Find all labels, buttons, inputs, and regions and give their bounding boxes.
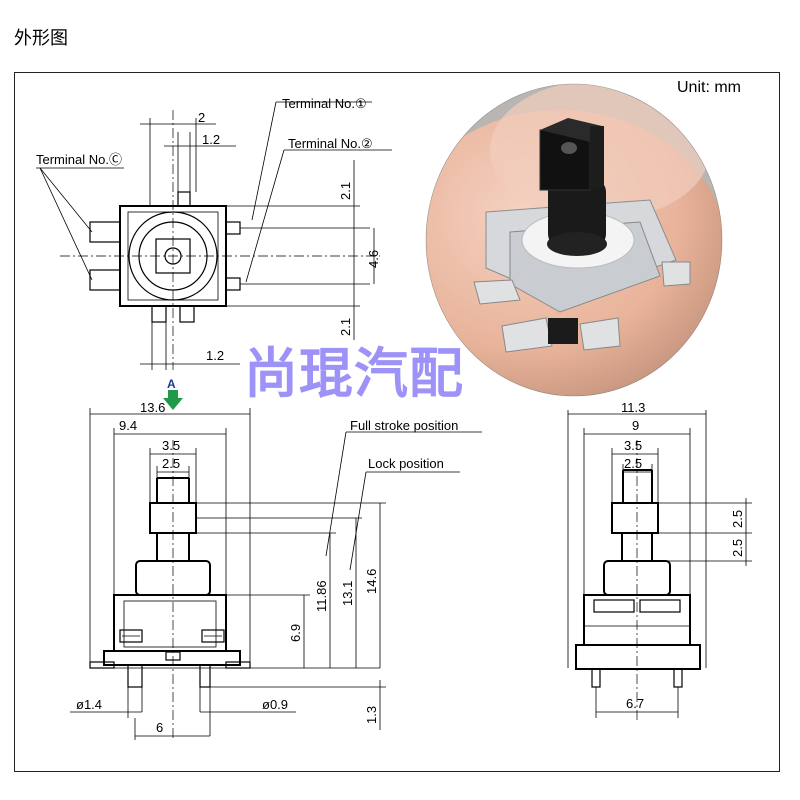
dim-height-2-1-bottom: 2.1	[338, 318, 353, 336]
leader-terminal-2	[245, 149, 285, 283]
dim-width-2: 2	[198, 110, 205, 125]
side-actuator-top	[611, 502, 659, 534]
terminal-2-pad	[225, 277, 241, 291]
dim-width-6-7: 6.7	[626, 696, 644, 711]
leader-full-stroke	[325, 431, 347, 557]
dim-height-13-1: 13.1	[340, 581, 355, 606]
side-view: 11.3 9 3.5 2.5 2.5 2.5 6.7	[567, 400, 752, 720]
dim-width-9-4: 9.4	[119, 418, 137, 433]
leader-terminal-1	[251, 101, 277, 221]
dim-height-2-1-top: 2.1	[338, 182, 353, 200]
dim-width-1-2-top: 1.2	[202, 132, 220, 147]
top-tab	[177, 191, 191, 207]
dim-width-11-3: 11.3	[621, 400, 645, 415]
terminal-c-upper	[89, 221, 121, 243]
top-view: 2 1.2 1.2 2.1 4.6 2.1 Terminal No.① Term…	[36, 96, 392, 370]
unit-label: Unit: mm	[677, 79, 741, 96]
dim-pitch-6: 6	[156, 720, 163, 735]
front-base	[103, 650, 241, 666]
dim-height-2-5-a: 2.5	[730, 510, 745, 528]
dim-width-2-5: 2.5	[162, 456, 180, 471]
bottom-tab-right	[179, 305, 195, 323]
bottom-tab-left	[151, 305, 167, 323]
dim-height-1-3: 1.3	[364, 706, 379, 724]
label-full-stroke: Full stroke position	[350, 418, 458, 433]
dim-width-13-6: 13.6	[140, 400, 165, 415]
terminal-c-lower	[89, 269, 121, 291]
drawing-frame	[14, 72, 780, 772]
leader-lock	[349, 471, 367, 571]
dim-dia-0-9: ø0.9	[262, 697, 288, 712]
label-terminal-c: Terminal No.Ⓒ	[36, 152, 122, 167]
dim-height-4-6: 4.6	[366, 250, 381, 268]
view-a-marker: A	[163, 377, 183, 410]
dim-width-1-2-bottom: 1.2	[206, 348, 224, 363]
dim-height-14-6: 14.6	[364, 569, 379, 594]
view-a-letter: A	[167, 377, 176, 391]
side-base	[575, 644, 701, 670]
dim-height-6-9: 6.9	[288, 624, 303, 642]
label-lock: Lock position	[368, 456, 444, 471]
dim-side-width-2-5: 2.5	[624, 456, 642, 471]
watermark-text: 尚琨汽配	[244, 342, 464, 405]
view-a-arrow-icon	[163, 390, 183, 410]
dim-height-2-5-b: 2.5	[730, 539, 745, 557]
dim-width-3-5: 3.5	[162, 438, 180, 453]
dim-height-11-86: 11.86	[314, 580, 329, 612]
product-photo	[425, 83, 723, 397]
dim-dia-1-4: ø1.4	[76, 697, 102, 712]
terminal-1-pad	[225, 221, 241, 235]
label-terminal-2: Terminal No.②	[288, 136, 373, 151]
leader-terminal-c-upper	[39, 167, 93, 233]
label-terminal-1: Terminal No.①	[282, 96, 367, 111]
front-pin-right	[199, 664, 211, 688]
page-heading: 外形图	[14, 28, 68, 49]
leader-terminal-c-lower	[39, 167, 93, 281]
dim-side-width-3-5: 3.5	[624, 438, 642, 453]
front-view: 13.6 9.4 3.5 2.5 6.9 11.86 13.1 14.6 1.3…	[70, 400, 482, 740]
front-pin-left	[127, 664, 143, 688]
dim-width-9: 9	[632, 418, 639, 433]
